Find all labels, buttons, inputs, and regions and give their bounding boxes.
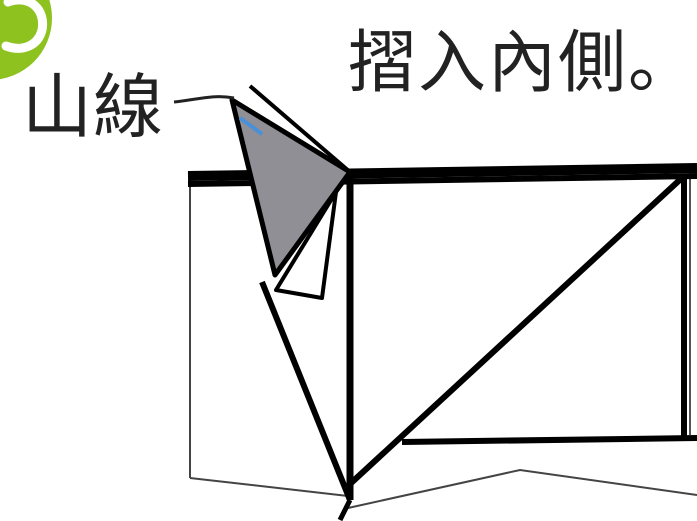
right-panel bbox=[347, 173, 697, 487]
body-outline bbox=[259, 172, 354, 521]
step-number-badge bbox=[0, 0, 52, 80]
label-leader-line bbox=[173, 95, 235, 104]
left-paper-edge bbox=[189, 172, 349, 497]
instruction-text: 摺入內側。 bbox=[348, 24, 697, 103]
mountain-fold-mark bbox=[238, 116, 264, 136]
inner-flap bbox=[274, 190, 338, 300]
mountain-fold-label: 山線 bbox=[22, 66, 164, 148]
right-paper-edge bbox=[347, 172, 697, 509]
folded-flap bbox=[229, 84, 353, 278]
